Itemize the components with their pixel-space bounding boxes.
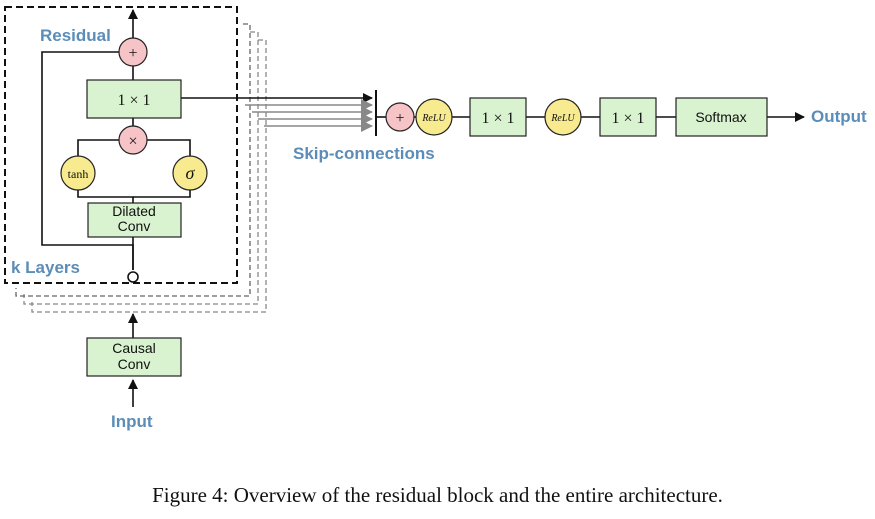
residual-wires	[41, 9, 191, 407]
softmax-box: Softmax	[675, 97, 768, 137]
add-node-skip: +	[385, 102, 415, 132]
skip-connections-label: Skip-connections	[293, 144, 435, 163]
input-junction-node	[127, 271, 139, 283]
relu-node-2: ReLU	[544, 98, 582, 136]
post-conv-2-label: 1 × 1	[611, 110, 644, 127]
conv-1x1-label: 1 × 1	[117, 92, 150, 109]
output-label: Output	[811, 107, 867, 126]
softmax-label: Softmax	[695, 109, 746, 125]
input-label: Input	[111, 412, 153, 431]
post-conv-1x1-2: 1 × 1	[599, 97, 657, 137]
dilated-conv-box: Dilated Conv	[87, 202, 182, 238]
post-conv-1x1-1: 1 × 1	[469, 97, 527, 137]
sigma-label: σ	[186, 163, 196, 183]
sigma-node: σ	[172, 155, 208, 191]
tanh-node: tanh	[60, 155, 96, 191]
relu-node-1: ReLU	[415, 98, 453, 136]
skip-connection-arrows	[181, 90, 377, 136]
tanh-label: tanh	[68, 167, 89, 181]
skip-add-symbol: +	[395, 110, 404, 127]
relu-label-2: ReLU	[550, 113, 575, 124]
conv-1x1-residual: 1 × 1	[86, 79, 182, 119]
dilated-conv-line1: Dilated	[112, 203, 156, 219]
multiply-node: ×	[118, 125, 148, 155]
causal-conv-box: Causal Conv	[86, 337, 182, 377]
residual-block-frame	[4, 6, 238, 284]
dilated-conv-line2: Conv	[118, 218, 151, 234]
causal-conv-line2: Conv	[118, 356, 151, 372]
residual-label: Residual	[40, 26, 111, 45]
stacked-layer-frames	[4, 6, 267, 313]
add-node-residual: +	[118, 37, 148, 67]
add-symbol: +	[128, 45, 137, 62]
post-conv-1-label: 1 × 1	[481, 110, 514, 127]
causal-conv-line1: Causal	[112, 340, 156, 356]
relu-label-1: ReLU	[421, 113, 446, 124]
figure-caption: Figure 4: Overview of the residual block…	[152, 483, 723, 507]
k-layers-label: k Layers	[11, 258, 80, 277]
multiply-symbol: ×	[128, 133, 137, 150]
